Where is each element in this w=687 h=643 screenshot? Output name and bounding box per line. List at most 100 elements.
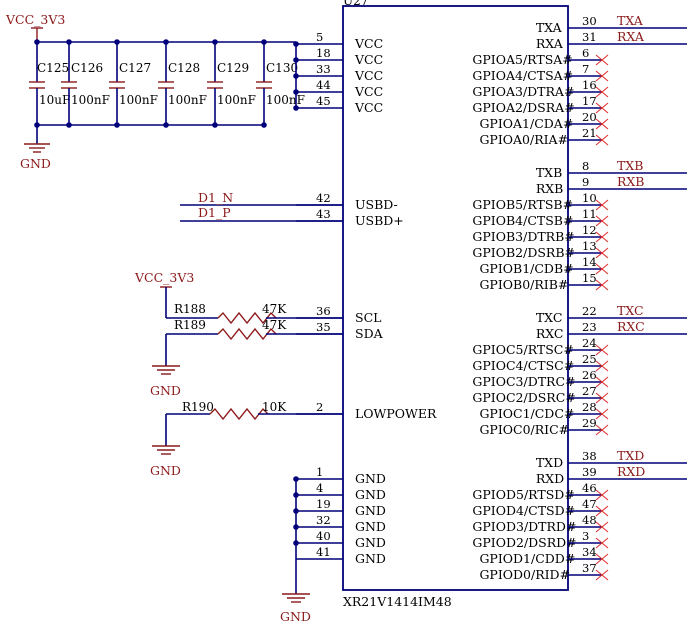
pin-number: 38 — [582, 449, 597, 463]
pin-number: 40 — [316, 529, 331, 543]
pin-name: GPIOC3/DTRC# — [472, 374, 575, 389]
chip-right-pin-34: GPIOD1/CDD# 34 — [479, 545, 609, 566]
pin-number: 39 — [582, 465, 597, 479]
lowpower-resistor: R190 10K GND — [150, 400, 343, 478]
gnd-symbol — [282, 593, 310, 603]
chip-right-pin-12: GPIOB3/DTRB#12 — [472, 223, 609, 244]
pin-number: 35 — [316, 320, 331, 334]
pin-name: GPIOC4/CTSC# — [472, 358, 574, 373]
pin-number: 29 — [582, 416, 597, 430]
chip-right-pin-24: GPIOC5/RTSC# 24 — [472, 336, 609, 357]
pin-name: GND — [355, 551, 386, 566]
pin-number: 14 — [582, 255, 597, 269]
pin-name: TXC — [536, 310, 563, 325]
pin-name: GPIOA2/DSRA# — [472, 100, 574, 115]
pin-number: 27 — [582, 384, 597, 398]
r189-value: 47K — [262, 318, 287, 332]
capacitor-ref: C126 — [71, 61, 103, 75]
pin-name: TXA — [536, 20, 563, 35]
chip-right-pin-16: GPIOA3/DTRA#16 — [472, 78, 609, 99]
usb-dp-label: D1_P — [198, 205, 231, 220]
pin-name: VCC — [354, 68, 383, 83]
pin-number: 9 — [582, 175, 589, 189]
pin-name: GPIOA5/RTSA# — [472, 52, 572, 67]
r188-ref: R188 — [174, 302, 206, 316]
pin-name: SDA — [355, 326, 384, 341]
capacitor-ref: C130 — [266, 61, 298, 75]
pin-name: GND — [355, 471, 386, 486]
pin-name: GPIOC5/RTSC# — [472, 342, 573, 357]
net-label-rxc: RXC — [617, 319, 645, 334]
pin-name: GPIOD1/CDD# — [479, 551, 575, 566]
chip-right-pin-27: GPIOC2/DSRC#27 — [472, 384, 609, 405]
pin-number: 17 — [582, 94, 597, 108]
net-label-rxb: RXB — [617, 174, 645, 189]
capacitor-c130: C130 100nF — [256, 39, 305, 128]
pin-name: GPIOD0/RID# — [479, 567, 570, 582]
gnd-symbol — [152, 445, 180, 455]
pin-name: VCC — [354, 36, 383, 51]
chip-part-label: XR21V1414IM48 — [343, 594, 452, 609]
capacitor-c126: C126 100nF — [61, 39, 110, 128]
chip-ref-label: U27 — [343, 0, 368, 8]
pin-number: 5 — [316, 30, 323, 44]
chip-right-pin-46: GPIOD5/RTSD#46 — [472, 481, 609, 502]
pin-number: 34 — [582, 545, 597, 559]
capacitor-ref: C127 — [119, 61, 151, 75]
pin-number: 46 — [582, 481, 597, 495]
pin-number: 15 — [582, 271, 597, 285]
pin-number: 33 — [316, 62, 331, 76]
pin-number: 3 — [582, 529, 589, 543]
gnd-net-label-3: GND — [150, 463, 181, 478]
pin-number: 20 — [582, 110, 597, 124]
chip-right-pin-10: GPIOB5/RTSB#10 — [472, 191, 609, 212]
chip-right-pin-6: GPIOA5/RTSA#6 — [472, 46, 609, 67]
pin-name: RXC — [536, 326, 564, 341]
pin-name: LOWPOWER — [355, 406, 437, 421]
r190-value: 10K — [262, 400, 287, 414]
pin-number: 42 — [316, 191, 331, 205]
chip-right-pin-11: GPIOB4/CTSB#11 — [472, 207, 609, 228]
pin-number: 43 — [316, 207, 331, 221]
pin-name: SCL — [355, 310, 381, 325]
chip-left-pin-1: 1 GND — [293, 465, 386, 486]
capacitor-ref: C125 — [37, 61, 69, 75]
pin-number: 25 — [582, 352, 597, 366]
pin-name: GND — [355, 503, 386, 518]
gnd-bus: GND — [280, 479, 311, 624]
chip-left-pin-33: 33 VCC — [293, 62, 383, 83]
pin-name: GPIOA4/CTSA# — [472, 68, 573, 83]
r188-value: 47K — [262, 302, 287, 316]
gnd-net-label-4: GND — [280, 609, 311, 624]
pin-name: VCC — [354, 84, 383, 99]
chip-right-pin-17: GPIOA2/DSRA# 17 — [472, 94, 609, 115]
chip-left-pin-5: 5 VCC — [293, 30, 383, 51]
pin-number: 22 — [582, 304, 597, 318]
pin-name: USBD+ — [355, 213, 404, 228]
chip-right-pin-14: GPIOB1/CDB#14 — [479, 255, 609, 276]
chip-right-pin-25: GPIOC4/CTSC# 25 — [472, 352, 609, 373]
pin-name: GPIOB3/DTRB# — [472, 229, 574, 244]
pin-number: 24 — [582, 336, 597, 350]
pin-number: 1 — [316, 465, 323, 479]
chip-right-pin-37: GPIOD0/RID#37 — [479, 561, 609, 582]
resistor-r190 — [209, 407, 269, 421]
capacitor-value: 100nF — [71, 93, 110, 107]
pin-name: TXD — [536, 455, 563, 470]
capacitor-value: 100nF — [266, 93, 305, 107]
